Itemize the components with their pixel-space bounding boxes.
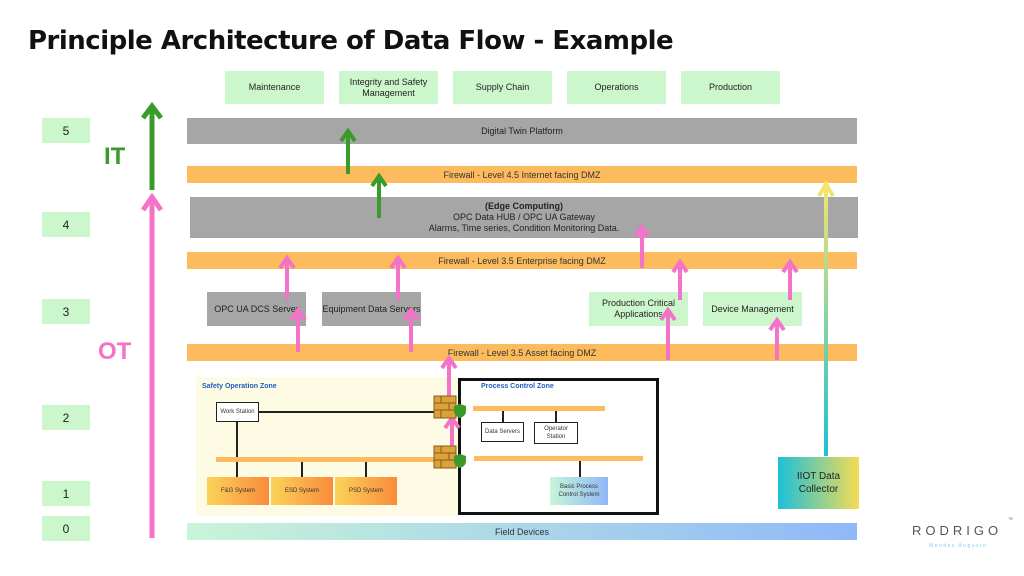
- logo-sub: Mendes Augusto: [929, 543, 988, 549]
- process-zone-title: Process Control Zone: [481, 383, 554, 390]
- ot-arrows: [140, 192, 799, 538]
- opc-ua-dcs-server: OPC UA DCS Server: [207, 292, 306, 326]
- iiot-arrow: [817, 180, 835, 456]
- field-devices: Field Devices: [187, 523, 857, 540]
- psd-system: PSD System: [335, 477, 397, 505]
- firewall-level-3-5-asset: Firewall - Level 3.5 Asset facing DMZ: [187, 344, 857, 361]
- it-label: IT: [104, 143, 126, 170]
- ot-main-arrow: [140, 192, 164, 538]
- edge-line2: Alarms, Time series, Condition Monitorin…: [428, 223, 620, 233]
- it-main-arrow: [141, 101, 163, 190]
- level-0: 0: [42, 516, 90, 541]
- operator-station: Operator Station: [534, 422, 578, 444]
- equipment-data-servers: Equipment Data Servers: [322, 292, 421, 326]
- edge-line1: OPC Data HUB / OPC UA Gateway: [452, 212, 596, 222]
- level-4: 4: [42, 212, 90, 237]
- page-title: Principle Architecture of Data Flow - Ex…: [28, 26, 674, 56]
- app-operations: Operations: [567, 71, 666, 104]
- ot-arrow: [633, 223, 651, 268]
- firewall-icon: [433, 445, 466, 469]
- app-integrity-safety: Integrity and Safety Management: [339, 71, 438, 104]
- level-2: 2: [42, 405, 90, 430]
- firewall-level-4-5: Firewall - Level 4.5 Internet facing DMZ: [187, 166, 857, 183]
- firewall-icon: [433, 395, 466, 419]
- safety-zone-title: Safety Operation Zone: [202, 383, 277, 390]
- app-maintenance: Maintenance: [225, 71, 324, 104]
- ot-arrow: [278, 254, 296, 300]
- logo-tm: ™: [1008, 517, 1013, 523]
- ot-arrow: [768, 316, 786, 360]
- iiot-data-collector: IIOT Data Collector: [778, 457, 859, 509]
- ot-arrow: [659, 306, 677, 360]
- it-arrow: [339, 127, 357, 174]
- device-management: Device Management: [703, 292, 802, 326]
- fg-system: F&G System: [207, 477, 269, 505]
- app-production: Production: [681, 71, 780, 104]
- basic-process-control-system: Basic Process Control System: [550, 477, 608, 505]
- firewall-level-3-5-enterprise: Firewall - Level 3.5 Enterprise facing D…: [187, 252, 857, 269]
- edge-computing: (Edge Computing) OPC Data HUB / OPC UA G…: [190, 197, 858, 238]
- production-critical-apps: Production Critical Applications: [589, 292, 688, 326]
- it-arrow: [370, 172, 388, 218]
- esd-system: ESD System: [271, 477, 333, 505]
- level-5: 5: [42, 118, 90, 143]
- data-servers: Data Servers: [481, 422, 524, 442]
- ot-arrow: [289, 306, 307, 352]
- ot-arrow: [671, 258, 689, 300]
- app-supply-chain: Supply Chain: [453, 71, 552, 104]
- level-1: 1: [42, 481, 90, 506]
- edge-title: (Edge Computing): [485, 201, 563, 211]
- ot-label: OT: [98, 338, 132, 365]
- logo: RODRIGO: [912, 523, 1003, 538]
- digital-twin-platform: Digital Twin Platform: [187, 118, 857, 144]
- ot-arrow: [781, 258, 799, 300]
- ot-arrow: [402, 306, 420, 352]
- it-arrows: [141, 101, 388, 218]
- ot-arrow: [389, 254, 407, 300]
- level-3: 3: [42, 299, 90, 324]
- work-station: Work Station: [216, 402, 259, 422]
